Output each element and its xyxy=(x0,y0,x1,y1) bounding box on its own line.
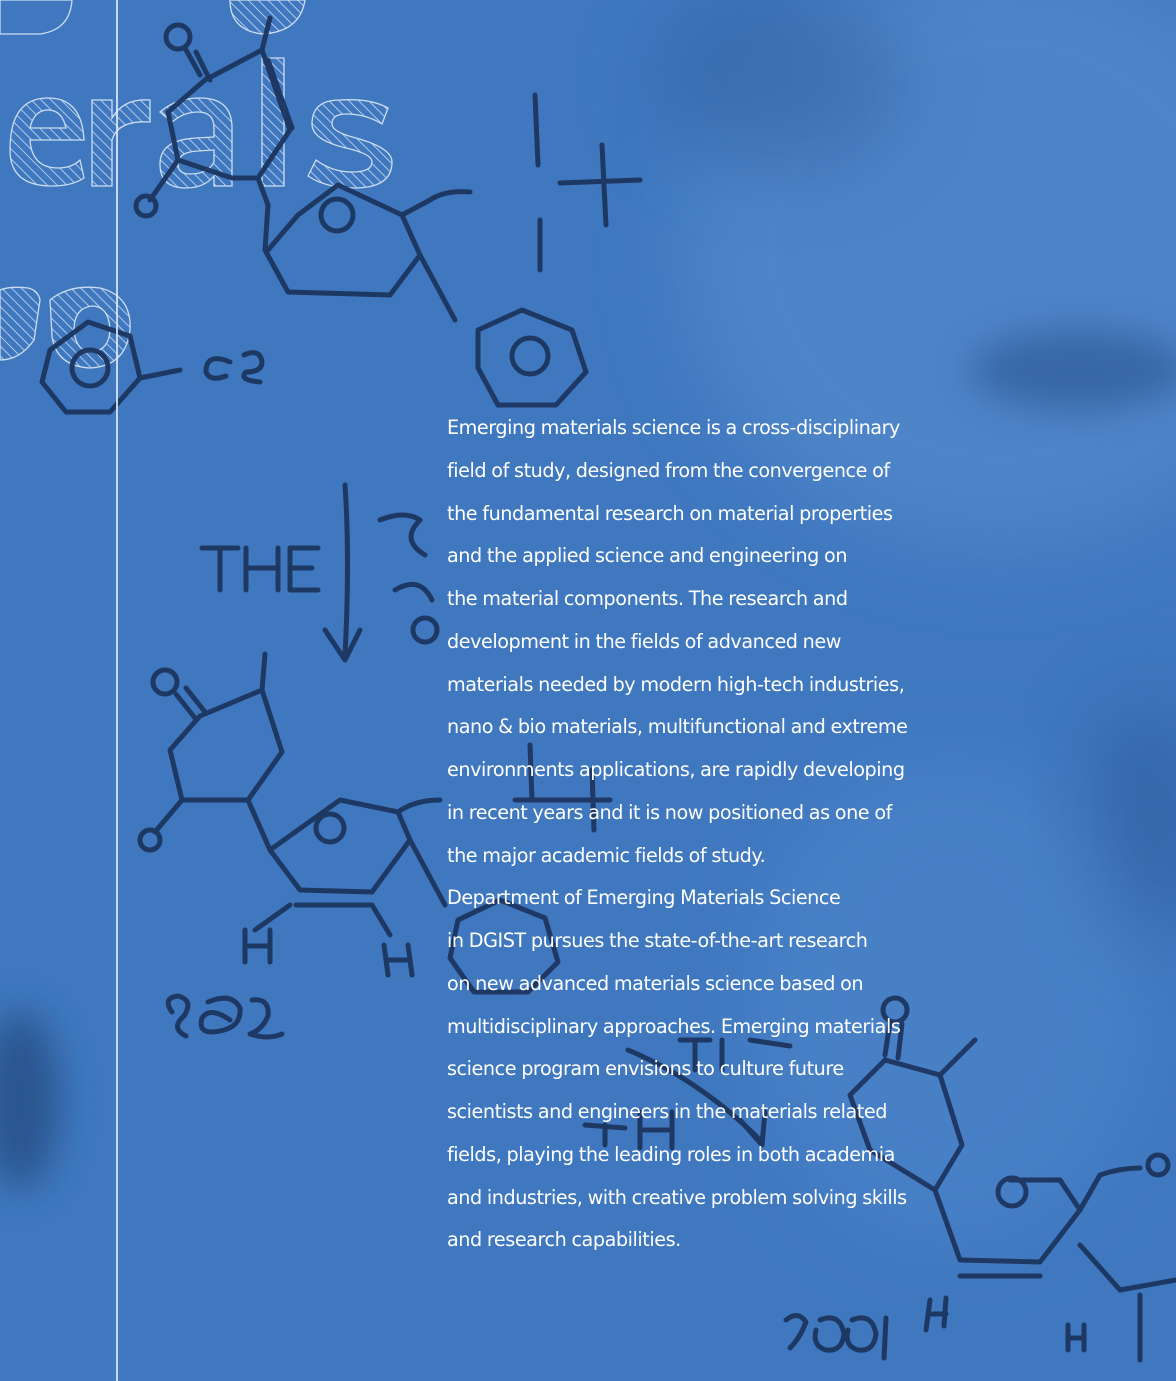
intro-line: on new advanced materials science based … xyxy=(447,971,864,995)
intro-line: and the applied science and engineering … xyxy=(447,544,848,568)
intro-paragraph: Emerging materials science is a cross-di… xyxy=(447,407,967,1262)
intro-line: environments applications, are rapidly d… xyxy=(447,758,905,781)
intro-line: the fundamental research on material pro… xyxy=(447,501,893,525)
intro-line: in DGIST pursues the state-of-the-art re… xyxy=(447,929,868,952)
intro-line: multidisciplinary approaches. Emerging m… xyxy=(447,1014,901,1038)
intro-line: scientists and engineers in the material… xyxy=(447,1100,887,1123)
intro-line: and industries, with creative problem so… xyxy=(447,1185,907,1209)
intro-line: Emerging materials science is a cross-di… xyxy=(447,416,900,439)
intro-line: fields, playing the leading roles in bot… xyxy=(447,1142,895,1166)
intro-line: and research capabilities. xyxy=(447,1228,681,1252)
intro-line: science program envisions to culture fut… xyxy=(447,1057,844,1081)
intro-line: field of study, designed from the conver… xyxy=(447,458,890,482)
vertical-divider xyxy=(116,0,118,1381)
intro-line: the major academic fields of study. xyxy=(447,843,766,867)
intro-line: in recent years and it is now positioned… xyxy=(447,800,892,824)
intro-line: development in the fields of advanced ne… xyxy=(447,629,841,653)
intro-line: Department of Emerging Materials Science xyxy=(447,886,841,910)
intro-line: the material components. The research an… xyxy=(447,587,848,610)
intro-line: materials needed by modern high-tech ind… xyxy=(447,672,905,696)
intro-line: nano & bio materials, multifunctional an… xyxy=(447,715,908,739)
